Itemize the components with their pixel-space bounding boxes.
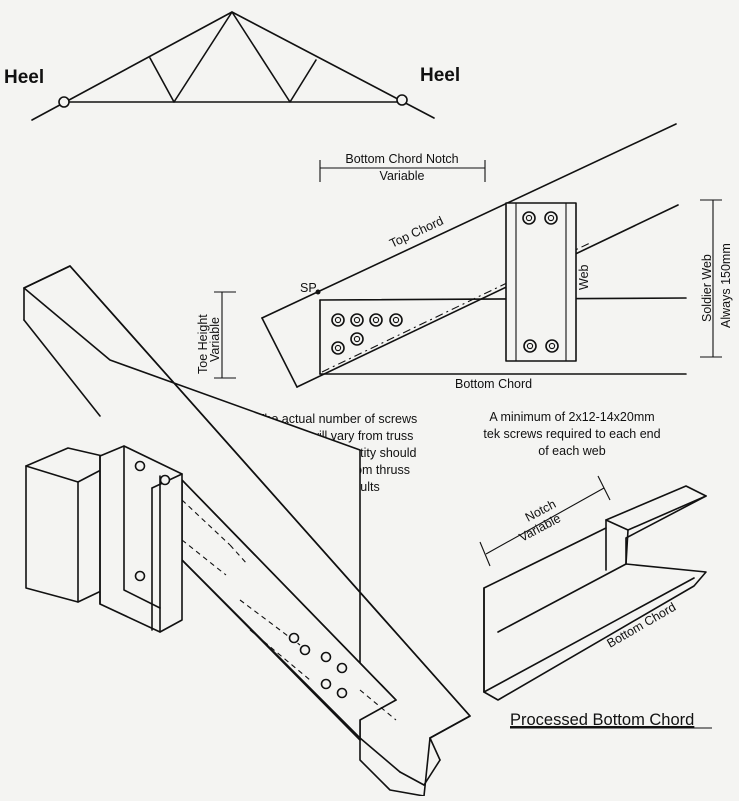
sp-label: SP xyxy=(300,281,317,295)
truss-elevation: Heel Heel xyxy=(4,11,460,121)
bottom-chord-top-line xyxy=(319,297,687,301)
screw-icon xyxy=(545,339,559,353)
isometric-connection xyxy=(23,265,471,797)
notch-label: Bottom Chord Notch xyxy=(345,152,458,166)
screw-icon xyxy=(350,313,364,327)
screw-icon xyxy=(134,570,146,582)
web-plate xyxy=(505,202,577,362)
toe-variable-label: Variable xyxy=(208,317,222,362)
soldier-web-dimension: Soldier Web Always 150mm xyxy=(700,199,733,358)
sp-point-icon xyxy=(315,289,321,295)
screw-icon xyxy=(369,313,383,327)
screw-icon xyxy=(159,474,171,486)
heel-cut-line xyxy=(261,317,298,388)
top-chord-underside-line xyxy=(296,204,679,388)
setout-centerline xyxy=(321,241,593,373)
tek-note: A minimum of 2x12-14x20mm tek screws req… xyxy=(483,410,660,458)
screw-icon xyxy=(523,339,537,353)
heel-left-label: Heel xyxy=(4,67,44,88)
screw-icon xyxy=(320,678,332,690)
screw-icon xyxy=(350,332,364,346)
screw-icon xyxy=(299,644,311,656)
detail-screw-group xyxy=(331,211,559,355)
screw-icon xyxy=(331,313,345,327)
bottom-chord-label: Bottom Chord xyxy=(455,377,532,391)
toe-height-dimension: Toe Height Variable xyxy=(196,291,236,379)
screw-icon xyxy=(544,211,558,225)
heel-detail-elevation: Bottom Chord Notch Variable Top Chord SP… xyxy=(196,123,733,391)
heel-right-label: Heel xyxy=(420,65,460,86)
tek-note-line: A minimum of 2x12-14x20mm xyxy=(489,410,654,424)
top-chord-line xyxy=(261,123,677,319)
truss-top-chords xyxy=(31,11,435,121)
notch-variable-label: Variable xyxy=(380,169,425,183)
toe-height-label: Toe Height xyxy=(196,314,210,374)
screw-icon xyxy=(134,460,146,472)
screw-icon xyxy=(389,313,403,327)
tek-note-line: tek screws required to each end xyxy=(483,427,660,441)
bottom-chord-channel xyxy=(483,485,707,701)
soldier-always-label: Always 150mm xyxy=(719,243,733,328)
heel-right-pin-icon xyxy=(396,94,408,106)
screw-icon xyxy=(336,687,348,699)
screws-note-line: The actual number of screws xyxy=(257,412,418,426)
processed-bottom-chord: Notch Variable Bottom Chord Processed Bo… xyxy=(479,475,712,729)
soldier-web-label: Soldier Web xyxy=(700,254,714,322)
truss-webs xyxy=(149,11,317,103)
tek-note-line: of each web xyxy=(538,444,605,458)
processed-title: Processed Bottom Chord xyxy=(510,711,694,729)
screw-icon xyxy=(320,651,332,663)
soldier-web-channel xyxy=(99,445,183,633)
heel-left-pin-icon xyxy=(58,96,70,108)
screw-icon xyxy=(288,632,300,644)
screw-icon xyxy=(331,341,345,355)
notch-dimension: Bottom Chord Notch Variable xyxy=(319,152,486,183)
screw-icon xyxy=(336,662,348,674)
web-label: Web xyxy=(577,264,591,290)
screw-icon xyxy=(522,211,536,225)
iso-screw-group xyxy=(134,460,348,699)
